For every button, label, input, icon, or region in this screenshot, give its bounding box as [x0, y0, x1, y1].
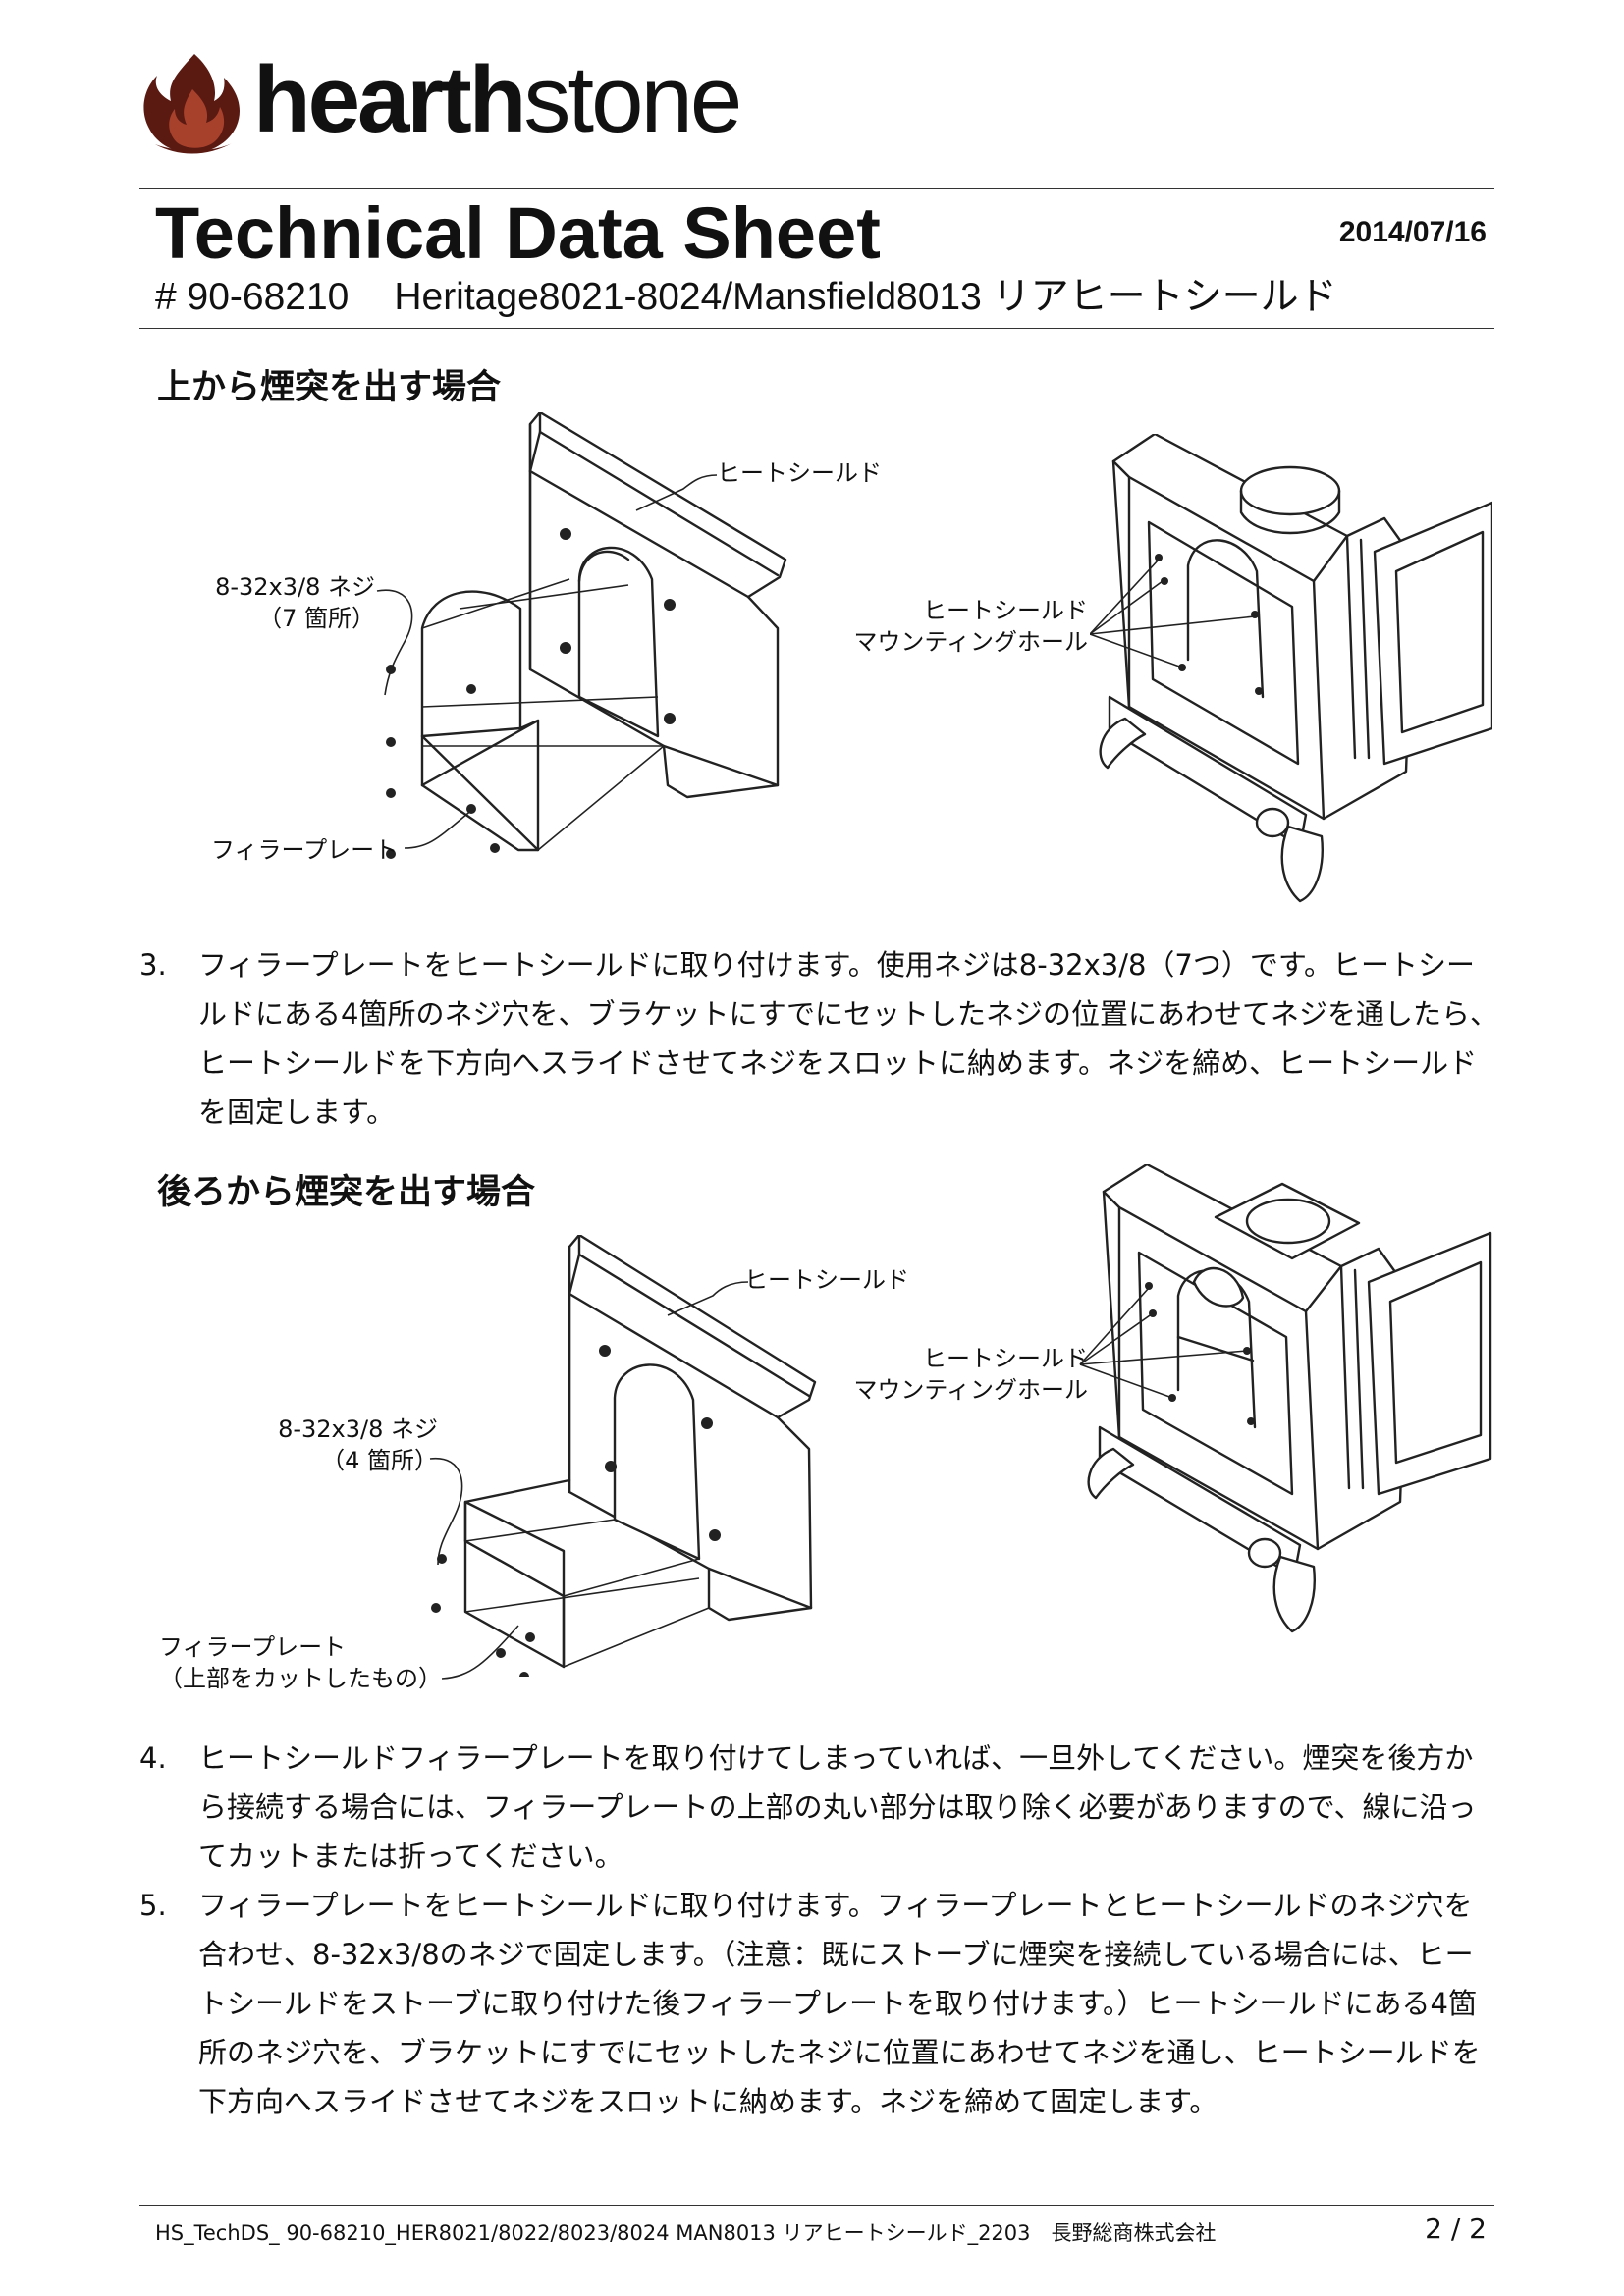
- callout-mounting-1: ヒートシールド マウンティングホール: [825, 595, 1088, 658]
- leader-heat-shield-2: [667, 1281, 749, 1316]
- callout-screws-1: 8-32x3/8 ネジ （7 箇所）: [196, 571, 375, 634]
- hearthstone-logo: hearthstone: [137, 44, 742, 162]
- callout-screws-1-line2: （7 箇所）: [258, 605, 375, 632]
- callout-filler-2-line2: （上部をカットしたもの）: [159, 1665, 442, 1692]
- page-number: 2 / 2: [1425, 2213, 1487, 2245]
- callout-filler-2: フィラープレート （上部をカットしたもの）: [159, 1631, 442, 1694]
- heat-shield-diagram-rear: [431, 1235, 817, 1677]
- leader-heat-shield-1: [635, 474, 718, 511]
- callout-mounting-2-line1: ヒートシールド: [923, 1345, 1088, 1372]
- footer-rule: [139, 2205, 1494, 2206]
- callout-heat-shield-1: ヒートシールド: [717, 459, 882, 487]
- heat-shield-diagram-top: [386, 412, 787, 859]
- stove-diagram-rear: [1079, 1164, 1492, 1633]
- callout-screws-2-line2: （4 箇所）: [321, 1447, 438, 1474]
- callout-screws-1-line1: 8-32x3/8 ネジ: [215, 573, 375, 601]
- footer-document-id: HS_TechDS_ 90-68210_HER8021/8022/8023/80…: [155, 2221, 1217, 2245]
- callout-mounting-2-line2: マウンティングホール: [853, 1376, 1088, 1404]
- logo-wordmark: hearthstone: [253, 47, 742, 152]
- callout-mounting-1-line2: マウンティングホール: [853, 628, 1088, 656]
- flame-icon: [143, 54, 240, 154]
- header-bottom-rule: [139, 328, 1494, 329]
- stove-diagram-top: [1090, 434, 1492, 903]
- step-5: 5. フィラープレートをヒートシールドに取り付けます。フィラープレートとヒートシ…: [139, 1881, 1499, 2126]
- callout-screws-2-line1: 8-32x3/8 ネジ: [278, 1415, 438, 1443]
- section-heading-top-flue: 上から煙突を出す場合: [157, 368, 502, 407]
- document-date: 2014/07/16: [1338, 216, 1487, 248]
- callout-screws-2: 8-32x3/8 ネジ （4 箇所）: [255, 1414, 438, 1476]
- step-3-text: フィラープレートをヒートシールドに取り付けます。使用ネジは8-32x3/8（7つ…: [198, 948, 1499, 1129]
- step-4-number: 4.: [139, 1741, 167, 1775]
- step-4: 4. ヒートシールドフィラープレートを取り付けてしまっていれば、一旦外してくださ…: [139, 1734, 1499, 1881]
- step-3: 3. フィラープレートをヒートシールドに取り付けます。使用ネジは8-32x3/8…: [139, 940, 1499, 1137]
- step-4-text: ヒートシールドフィラープレートを取り付けてしまっていれば、一旦外してください。煙…: [198, 1741, 1477, 1873]
- page-title: Technical Data Sheet: [155, 192, 881, 274]
- step-5-number: 5.: [139, 1889, 167, 1922]
- section-heading-rear-flue: 後ろから煙突を出す場合: [157, 1173, 536, 1212]
- callout-filler-2-line1: フィラープレート: [159, 1633, 347, 1661]
- leader-filler-1: [404, 808, 474, 849]
- part-number: # 90-68210: [155, 276, 350, 318]
- product-line: # 90-68210 Heritage8021-8024/Mansfield801…: [155, 273, 1337, 322]
- callout-mounting-1-line1: ヒートシールド: [923, 597, 1088, 624]
- leader-screws-1: [376, 589, 413, 696]
- callout-filler-1: フィラープレート: [211, 836, 399, 864]
- header-top-rule: [139, 188, 1494, 189]
- callout-mounting-2: ヒートシールド マウンティングホール: [825, 1343, 1088, 1406]
- product-name: Heritage8021-8024/Mansfield8013 リアヒートシール…: [394, 276, 1337, 318]
- callout-heat-shield-2: ヒートシールド: [744, 1266, 909, 1294]
- step-5-text: フィラープレートをヒートシールドに取り付けます。フィラープレートとヒートシールド…: [198, 1889, 1481, 2118]
- leader-filler-2: [441, 1625, 519, 1680]
- step-3-number: 3.: [139, 948, 167, 982]
- leader-screws-2: [429, 1458, 463, 1566]
